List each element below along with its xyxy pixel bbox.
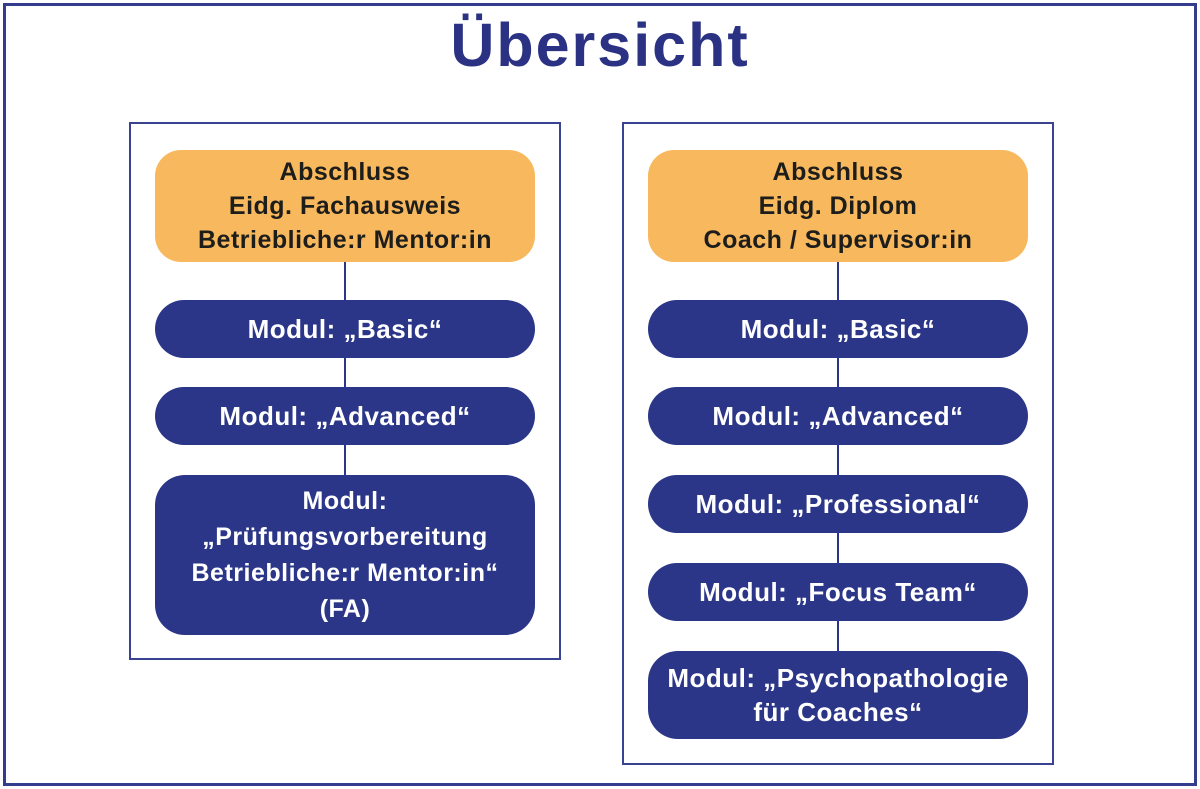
module-box-advanced-right: Modul: „Advanced“ (648, 387, 1028, 445)
module-label-advanced-left: Modul: „Advanced“ (219, 401, 471, 431)
module-box-pruefungsvorbereitung: Modul: „Prüfungsvorbereitung Betrieblich… (155, 475, 535, 635)
abschluss-box-diplom: Abschluss Eidg. Diplom Coach / Superviso… (648, 150, 1028, 262)
module-box-basic-left: Modul: „Basic“ (155, 300, 535, 358)
abschluss-label-diplom: Abschluss Eidg. Diplom Coach / Superviso… (703, 158, 973, 254)
module-label-pruefungsvorbereitung: Modul: „Prüfungsvorbereitung Betrieblich… (191, 487, 499, 623)
module-label-basic-right: Modul: „Basic“ (740, 314, 936, 344)
module-box-focus-team: Modul: „Focus Team“ (648, 563, 1028, 621)
module-box-basic-right: Modul: „Basic“ (648, 300, 1028, 358)
module-box-advanced-left: Modul: „Advanced“ (155, 387, 535, 445)
module-label-basic-left: Modul: „Basic“ (247, 314, 443, 344)
module-label-professional: Modul: „Professional“ (695, 489, 981, 519)
connector-line-right (837, 206, 839, 695)
panel-fachausweis-track: Abschluss Eidg. Fachausweis Betriebliche… (129, 122, 561, 660)
module-label-focus-team: Modul: „Focus Team“ (699, 577, 977, 607)
abschluss-label-fachausweis: Abschluss Eidg. Fachausweis Betriebliche… (198, 158, 492, 254)
module-label-advanced-right: Modul: „Advanced“ (712, 401, 964, 431)
module-label-psychopathologie: Modul: „Psychopathologie für Coaches“ (667, 663, 1009, 727)
connector-line-left (344, 206, 346, 555)
module-box-psychopathologie: Modul: „Psychopathologie für Coaches“ (648, 651, 1028, 739)
panel-diplom-track: Abschluss Eidg. Diplom Coach / Superviso… (622, 122, 1054, 765)
module-box-professional: Modul: „Professional“ (648, 475, 1028, 533)
abschluss-box-fachausweis: Abschluss Eidg. Fachausweis Betriebliche… (155, 150, 535, 262)
page-title: Übersicht (450, 11, 750, 79)
